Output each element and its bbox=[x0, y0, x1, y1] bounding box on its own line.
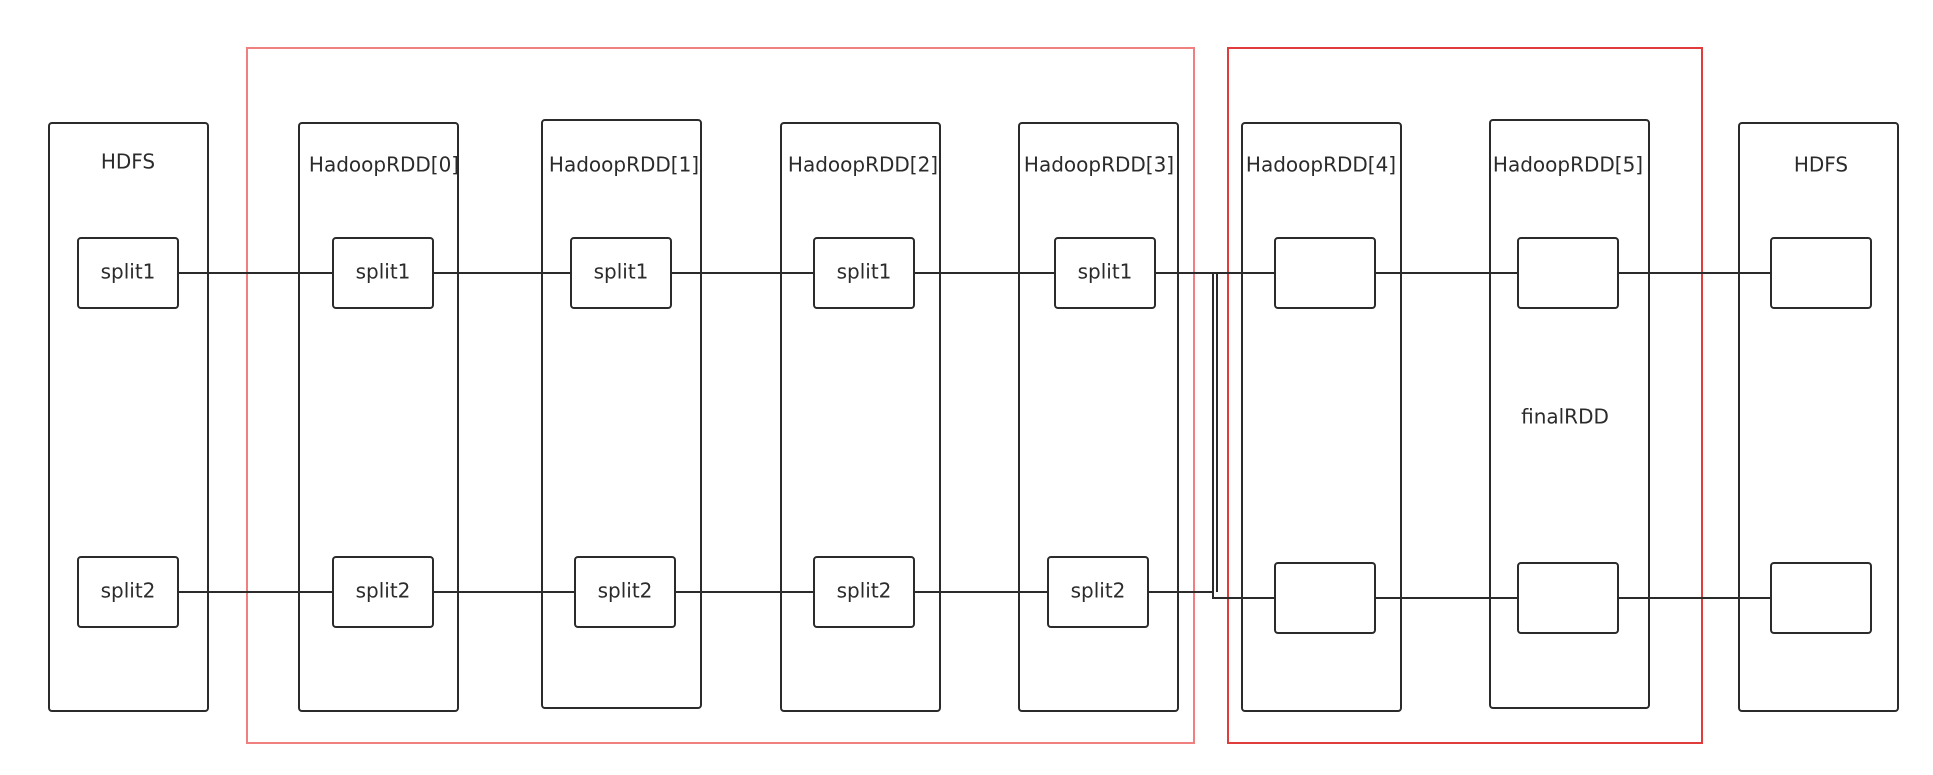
final-rdd-label: finalRDD bbox=[1521, 405, 1609, 429]
column-title-hadooprdd-2: HadoopRDD[2] bbox=[788, 153, 938, 177]
stage-wide-boundary bbox=[1227, 47, 1703, 744]
partition-rdd1-split2 bbox=[574, 556, 676, 628]
column-title-hadooprdd-0: HadoopRDD[0] bbox=[309, 153, 459, 177]
column-title-hdfs-input: HDFS bbox=[101, 150, 155, 174]
partition-rdd2-split1 bbox=[813, 237, 915, 309]
partition-label-rdd2-split1: split1 bbox=[837, 260, 892, 284]
partition-label-rdd2-split2: split2 bbox=[837, 579, 892, 603]
partition-label-hdfs-split1: split1 bbox=[101, 260, 156, 284]
partition-hdfs-input-split2 bbox=[77, 556, 179, 628]
column-title-hadooprdd-4: HadoopRDD[4] bbox=[1246, 153, 1396, 177]
partition-label-rdd3-split1: split1 bbox=[1078, 260, 1133, 284]
partition-rdd4-top bbox=[1274, 237, 1376, 309]
column-title-hadooprdd-3: HadoopRDD[3] bbox=[1024, 153, 1174, 177]
partition-label-rdd1-split1: split1 bbox=[594, 260, 649, 284]
column-title-hadooprdd-5: HadoopRDD[5] bbox=[1493, 153, 1643, 177]
partition-rdd4-bottom bbox=[1274, 562, 1376, 634]
partition-rdd0-split2 bbox=[332, 556, 434, 628]
column-title-hdfs-output: HDFS bbox=[1794, 153, 1848, 177]
partition-rdd0-split1 bbox=[332, 237, 434, 309]
column-title-hadooprdd-1: HadoopRDD[1] bbox=[549, 153, 699, 177]
partition-rdd5-bottom bbox=[1517, 562, 1619, 634]
partition-rdd2-split2 bbox=[813, 556, 915, 628]
partition-label-hdfs-split2: split2 bbox=[101, 579, 156, 603]
partition-hdfs-output-top bbox=[1770, 237, 1872, 309]
partition-rdd3-split2 bbox=[1047, 556, 1149, 628]
partition-label-rdd3-split2: split2 bbox=[1071, 579, 1126, 603]
partition-hdfs-input-split1 bbox=[77, 237, 179, 309]
partition-label-rdd1-split2: split2 bbox=[598, 579, 653, 603]
partition-rdd3-split1 bbox=[1054, 237, 1156, 309]
stage-narrow-boundary bbox=[246, 47, 1195, 744]
partition-rdd1-split1 bbox=[570, 237, 672, 309]
partition-label-rdd0-split2: split2 bbox=[356, 579, 411, 603]
partition-rdd5-top bbox=[1517, 237, 1619, 309]
partition-label-rdd0-split1: split1 bbox=[356, 260, 411, 284]
partition-hdfs-output-bottom bbox=[1770, 562, 1872, 634]
